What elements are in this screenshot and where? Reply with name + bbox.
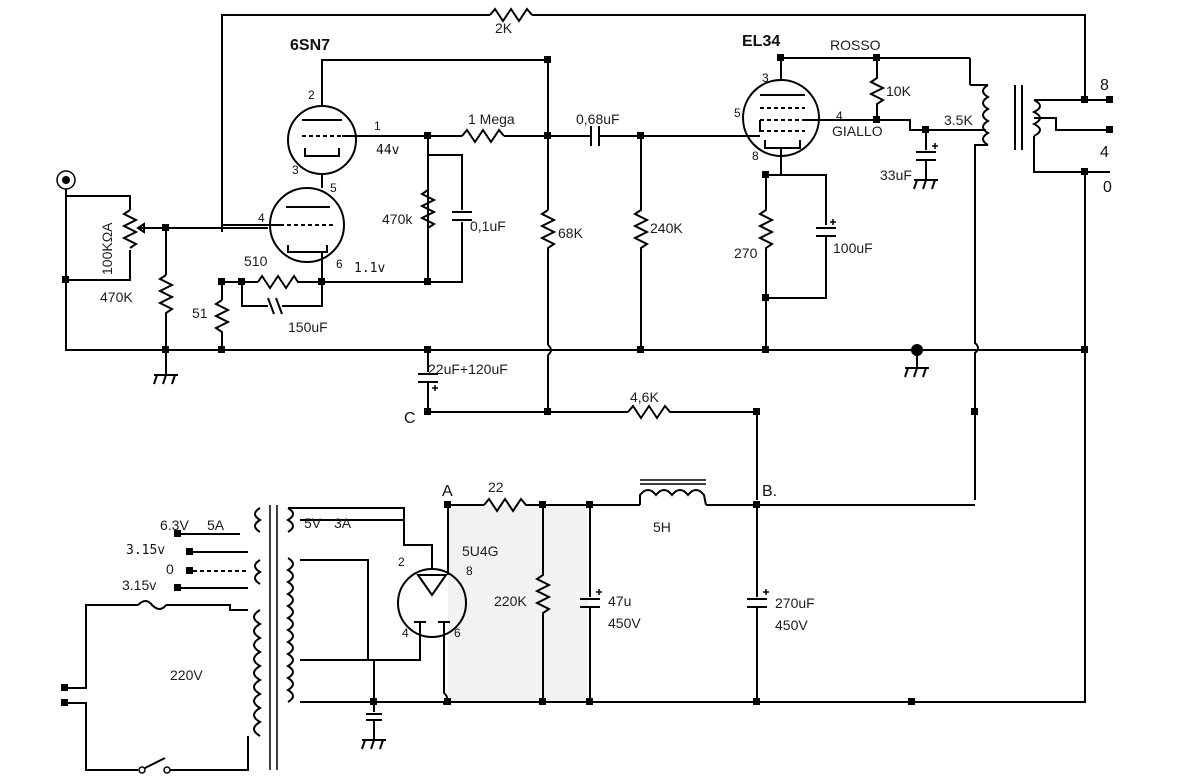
cap-47uf	[580, 589, 602, 608]
ground-symbol-input	[153, 350, 178, 385]
r470k-input-label: 470K	[100, 289, 133, 305]
tube-5u4g-label: 5U4G	[462, 543, 499, 559]
ground-symbol-main	[904, 350, 929, 378]
tap-0-label: 0	[1103, 179, 1112, 196]
pin2-5u4g: 2	[398, 555, 405, 569]
mains-220v-label: 220V	[170, 667, 203, 683]
heater-63v-label: 6.3V	[160, 517, 189, 533]
cathode-voltage-label: 1.1v	[354, 261, 385, 276]
pin8-5u4g: 8	[466, 564, 473, 578]
r35k-label: 3.5K	[944, 112, 973, 128]
feedback-wire	[221, 7, 1086, 232]
ground-symbol-ps	[361, 739, 386, 750]
c068-label: 0,68uF	[576, 111, 620, 127]
output-transformer	[960, 58, 1110, 500]
wire-giallo-label: GIALLO	[832, 123, 883, 139]
r220k-label: 220K	[494, 593, 527, 609]
r270-label: 270	[734, 245, 758, 261]
tube-el34	[742, 79, 820, 157]
pin1-6sn7: 1	[374, 119, 381, 133]
cap-0-1uf	[452, 211, 472, 221]
c22-120-label: 22uF+120uF	[428, 361, 508, 377]
pin6-5u4g: 6	[454, 626, 461, 640]
power-transformer	[253, 505, 294, 770]
pin5-6sn7: 5	[330, 181, 337, 195]
cap-heater-bypass	[366, 713, 382, 721]
pin2-6sn7: 2	[308, 88, 315, 102]
r240k-label: 240K	[650, 220, 683, 236]
r1mega-label: 1 Mega	[468, 111, 515, 127]
node-c-label: C	[404, 410, 416, 427]
c270-voltage-label: 450V	[775, 617, 808, 633]
cap-100uf	[816, 219, 836, 237]
c150-label: 150uF	[288, 319, 328, 335]
heater-315b-label: 3.15v	[122, 577, 156, 593]
cap-0-68uf	[590, 126, 600, 146]
plate-voltage-label: 44v	[376, 143, 400, 158]
node-a-label: A	[442, 483, 453, 500]
tube-6sn7-label: 6SN7	[290, 37, 330, 54]
r510-label: 510	[244, 253, 268, 269]
wire-rosso-label: ROSSO	[830, 37, 881, 53]
pin3-el34: 3	[762, 71, 769, 85]
pot-label: 100KΩA	[99, 222, 115, 275]
c47-label: 47u	[608, 593, 631, 609]
c100-label: 100uF	[833, 240, 873, 256]
ground-symbol-33uf	[913, 179, 938, 190]
r68k-label: 68K	[558, 225, 584, 241]
rect-3a-label: 3A	[334, 515, 352, 531]
tap-4-label: 4	[1100, 144, 1109, 161]
r46k-label: 4,6K	[630, 389, 659, 405]
heater-5a-label: 5A	[207, 517, 225, 533]
pin4-el34: 4	[836, 109, 843, 123]
c47-voltage-label: 450V	[608, 615, 641, 631]
r22-label: 22	[488, 479, 504, 495]
pin8-el34: 8	[752, 149, 759, 163]
input-jack[interactable]	[56, 170, 76, 190]
r10k-label: 10K	[886, 83, 912, 99]
c01-label: 0,1uF	[470, 218, 506, 234]
pin6-6sn7: 6	[336, 257, 343, 271]
choke-5h	[639, 479, 707, 506]
choke-label: 5H	[653, 519, 671, 535]
pin4-5u4g: 4	[402, 626, 409, 640]
rect-5v-label: 5V	[304, 515, 322, 531]
volume-potentiometer[interactable]	[121, 209, 150, 249]
rectifier-section-shade	[448, 505, 588, 702]
heater-315a-label: 3.15v	[126, 543, 165, 558]
c33-label: 33uF	[880, 167, 912, 183]
c270-label: 270uF	[775, 595, 815, 611]
pin3-6sn7: 3	[292, 163, 299, 177]
pin5-el34: 5	[734, 106, 741, 120]
r470k-grid-label: 470k	[382, 211, 413, 227]
pin4-6sn7: 4	[258, 211, 265, 225]
node-b-label: B.	[762, 483, 777, 500]
cap-150uf	[267, 282, 323, 315]
r51-label: 51	[192, 305, 208, 321]
tap-8-label: 8	[1100, 77, 1109, 94]
heater-0-label: 0	[166, 561, 174, 577]
r-feedback-label: 2K	[495, 20, 513, 36]
tube-el34-label: EL34	[742, 33, 780, 50]
tube-6sn7-lower	[269, 187, 345, 263]
